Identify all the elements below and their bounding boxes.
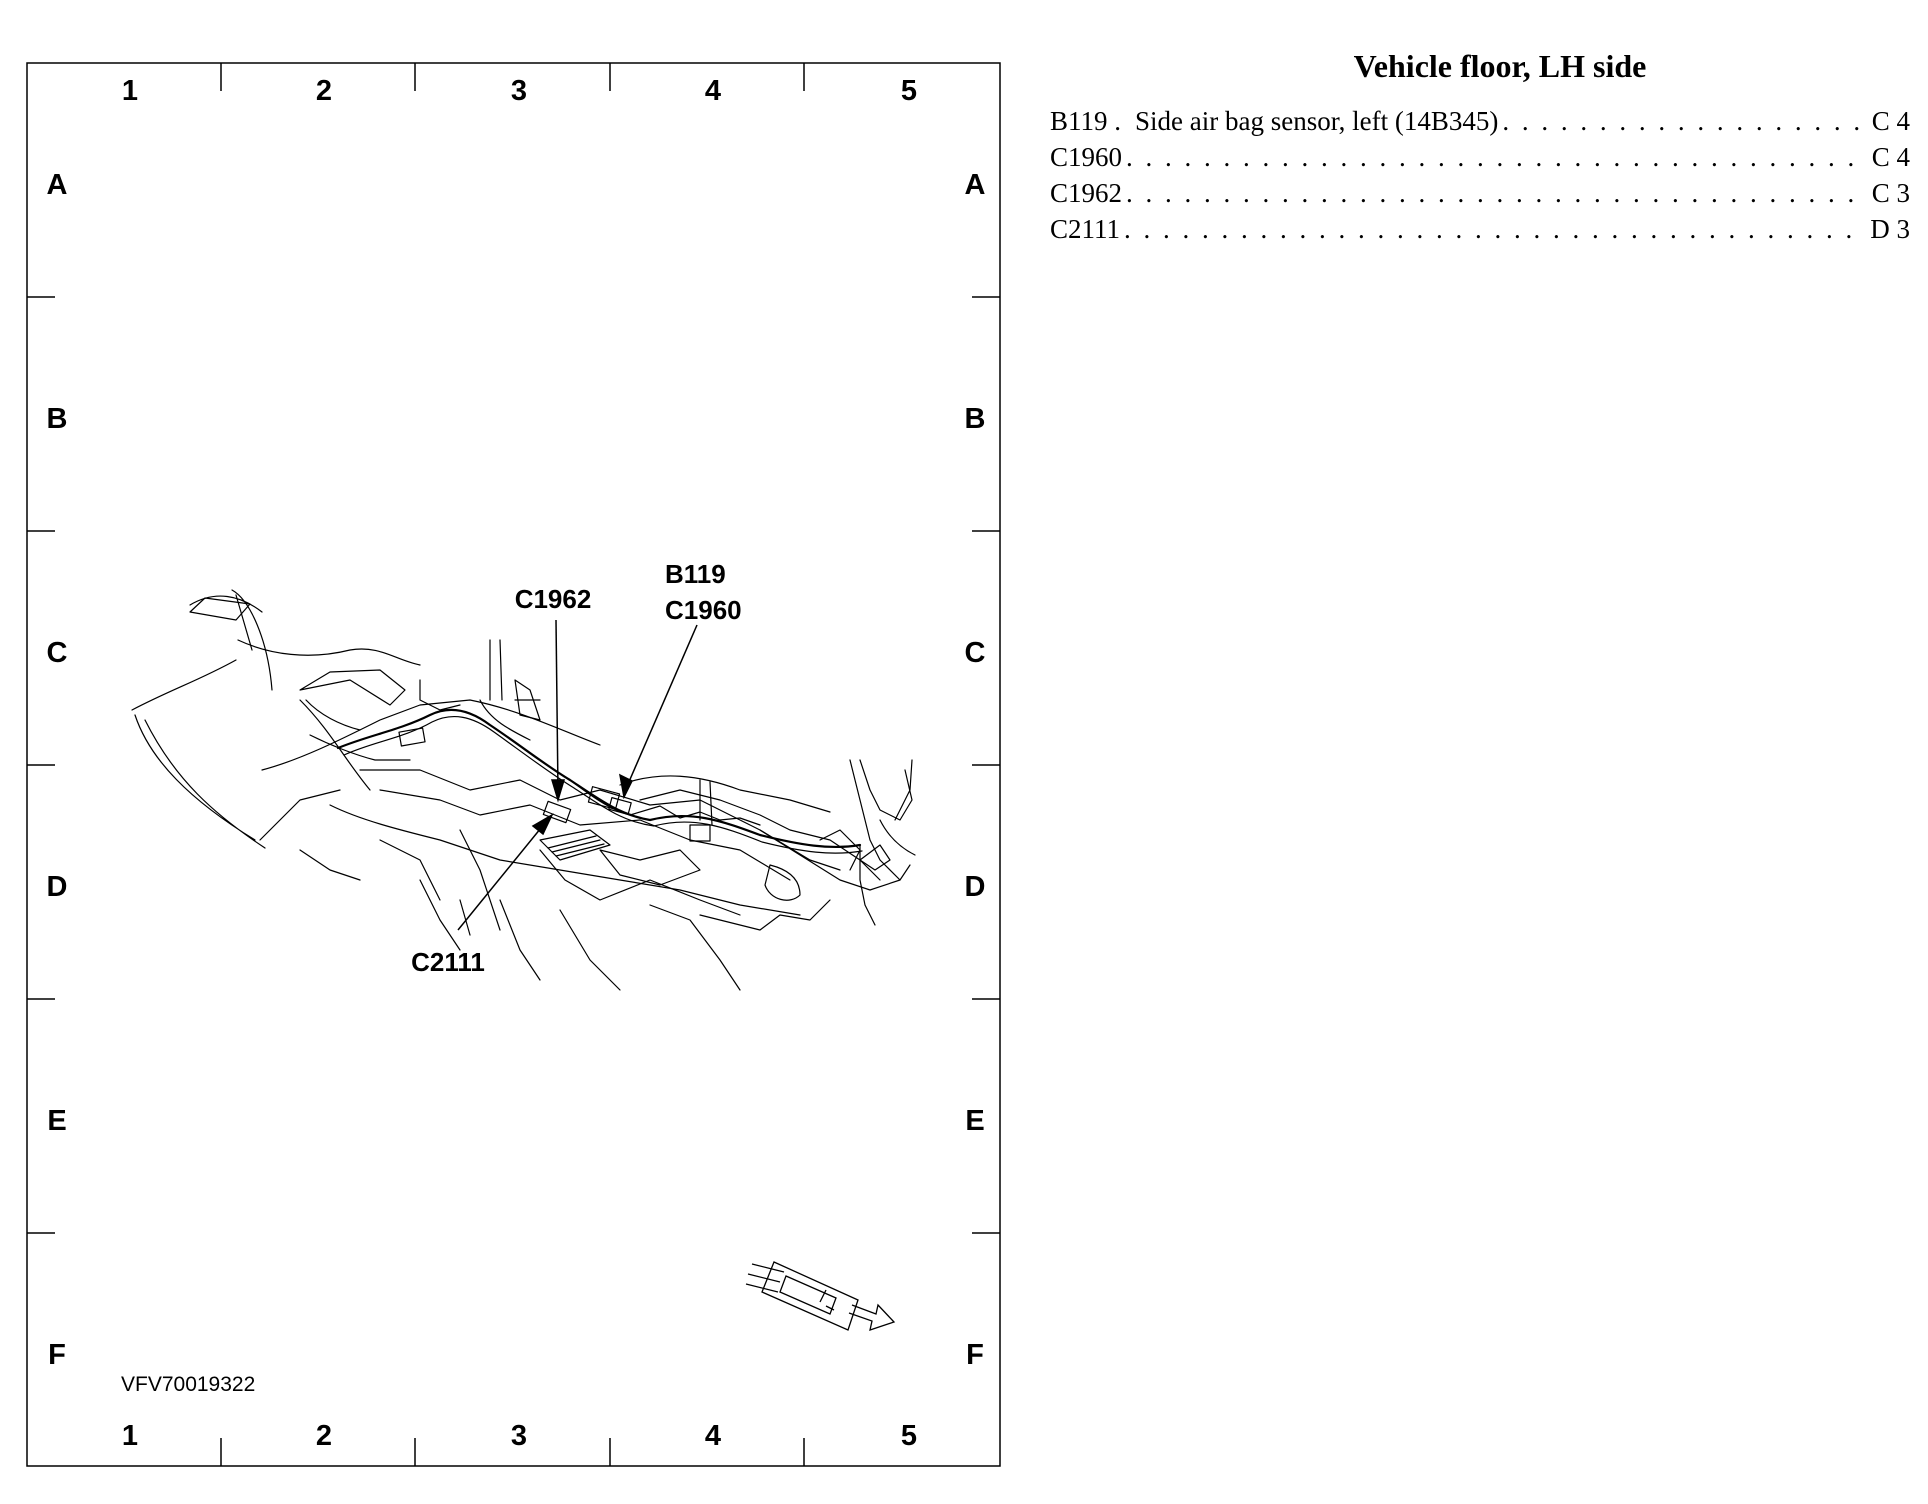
callout-c1962: C1962 [515,584,592,614]
right-row-ticks [972,296,1000,1234]
column-label-top-2: 2 [316,75,332,107]
row-label-left-b: B [47,403,68,435]
dot-leader [1126,175,1868,211]
legend-code: C1962 [1050,178,1123,208]
left-row-ticks [27,296,55,1234]
legend-row-c1962: C1962 C 3 [1050,175,1910,211]
vehicle-front-arrow-icon [745,1261,896,1331]
bottom-column-ticks [220,1438,805,1466]
column-label-bottom-2: 2 [316,1420,332,1452]
column-label-top-5: 5 [901,75,917,107]
row-label-right-f: F [966,1339,984,1371]
legend-description: Side air bag sensor, left (14B345) [1135,106,1499,136]
row-label-right-e: E [965,1105,984,1137]
callout-b119: B119 [665,559,726,589]
callout-c1960: C1960 [665,595,742,625]
row-label-left-a: A [47,169,68,201]
column-label-bottom-5: 5 [901,1420,917,1452]
column-label-top-1: 1 [122,75,138,107]
legend-row-b119: B119 . Side air bag sensor, left (14B345… [1050,103,1910,139]
column-label-bottom-1: 1 [122,1420,138,1452]
dot-leader [1502,103,1867,139]
legend-grid-location: C 3 [1871,178,1910,208]
row-label-right-c: C [965,637,986,669]
legend-row-c1960: C1960 C 4 [1050,139,1910,175]
figure-id: VFV70019322 [121,1373,255,1396]
column-label-bottom-4: 4 [705,1420,721,1452]
top-column-ticks [220,63,805,91]
row-label-right-d: D [965,871,986,903]
row-label-right-b: B [965,403,986,435]
column-label-bottom-3: 3 [511,1420,527,1452]
component-legend: Vehicle floor, LH side B119 . Side air b… [1050,48,1910,247]
column-label-top-3: 3 [511,75,527,107]
dot-leader [1124,211,1866,247]
legend-grid-location: D 3 [1870,214,1910,244]
dot-leader [1126,139,1868,175]
row-label-left-c: C [47,637,68,669]
vehicle-floor-illustration [131,589,916,991]
callout-leaders [457,619,698,931]
row-label-left-e: E [47,1105,66,1137]
legend-row-c2111: C2111 D 3 [1050,211,1910,247]
row-label-left-d: D [47,871,68,903]
callout-c2111: C2111 [411,947,485,977]
location-diagram: 1 2 3 4 5 1 2 3 4 5 A B C D E F A B C D … [26,62,1001,1467]
row-label-left-f: F [48,1339,66,1371]
legend-code: C1960 [1050,142,1123,172]
legend-grid-location: C 4 [1871,106,1910,136]
legend-grid-location: C 4 [1871,142,1910,172]
legend-code: B119 . [1050,106,1122,136]
row-label-right-a: A [965,169,986,201]
legend-title: Vehicle floor, LH side [1353,48,1647,84]
legend-code: C2111 [1050,214,1121,244]
column-label-top-4: 4 [705,75,721,107]
